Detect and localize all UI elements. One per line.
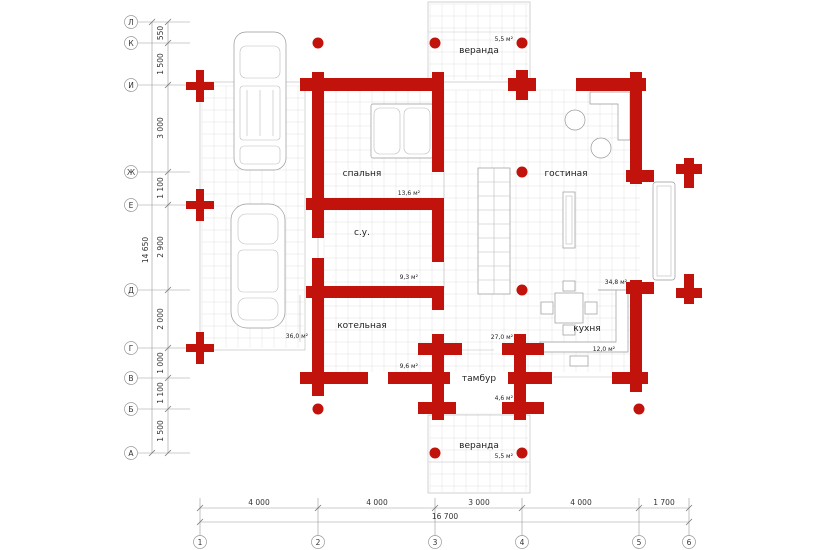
- car-bottom: [230, 203, 286, 329]
- room-area-bedroom: 13,6 м²: [398, 190, 421, 197]
- veranda-floor-bottom: [429, 413, 528, 492]
- room-area-bathroom: 9,3 м²: [400, 274, 419, 281]
- veranda-top-steps: [427, 1, 531, 33]
- axis-I: И: [128, 81, 134, 90]
- axis-A: А: [128, 449, 134, 458]
- stairs: [477, 167, 511, 295]
- room-name-living: гостиная: [544, 169, 587, 179]
- coffee-table: [562, 191, 576, 249]
- veranda-floor-top: [429, 3, 528, 80]
- dining-set: [540, 280, 598, 336]
- room-name-kitchen: кухня: [573, 324, 600, 334]
- axis-D: Д: [128, 286, 134, 295]
- axis-6: 6: [687, 538, 692, 547]
- axis-E: Е: [129, 201, 134, 210]
- corner-sofa: [589, 91, 631, 141]
- car-top: [233, 31, 287, 171]
- area-hall: 27,0 м²: [491, 334, 514, 341]
- dim-v-7: 1 000: [156, 352, 165, 374]
- room-area-veranda-bottom: 5,5 м²: [495, 453, 514, 460]
- axis-G: Г: [129, 344, 134, 353]
- axis-1: 1: [198, 538, 203, 547]
- axis-5: 5: [637, 538, 642, 547]
- veranda-bottom-steps: [427, 461, 531, 494]
- axis-2: 2: [316, 538, 321, 547]
- room-area-vestibule: 4,6 м²: [495, 395, 514, 402]
- dim-h-5: 1 700: [653, 498, 675, 507]
- axis-3: 3: [433, 538, 438, 547]
- wall-frame: [186, 37, 702, 459]
- room-name-veranda-bottom: веранда: [459, 441, 499, 451]
- dim-h-2: 4 000: [366, 498, 388, 507]
- dim-v-1: 550: [156, 26, 165, 41]
- veranda-bottom-outline: [427, 414, 531, 494]
- dim-v-9: 1 500: [156, 420, 165, 442]
- dim-v-total: 14 650: [141, 237, 150, 263]
- sofa-right: [652, 181, 676, 281]
- axis-B: Б: [128, 405, 133, 414]
- dim-v-8: 1 100: [156, 382, 165, 404]
- room-name-bathroom: с.у.: [354, 228, 370, 238]
- room-area-kitchen: 12,0 м²: [593, 346, 616, 353]
- room-area-living: 34,8 м²: [605, 279, 628, 286]
- dim-h-1: 4 000: [248, 498, 270, 507]
- axis-Zh: Ж: [127, 168, 135, 177]
- room-labels: веранда 5,5 м² спальня 13,6 м² гостиная …: [286, 36, 628, 460]
- axis-letters: Л К И Ж Е Д Г В Б А: [124, 15, 138, 460]
- axis-V: В: [128, 374, 133, 383]
- dimension-chain-vertical: 550 1 500 3 000 1 100 2 900 2 000 1 000 …: [138, 18, 190, 457]
- room-area-veranda-top: 5,5 м²: [495, 36, 514, 43]
- armchairs: [564, 109, 612, 159]
- dim-v-3: 3 000: [156, 117, 165, 139]
- room-name-bedroom: спальня: [343, 169, 382, 179]
- dim-v-6: 2 000: [156, 308, 165, 330]
- partitions: [299, 170, 612, 378]
- room-area-boiler: 9,6 м²: [400, 363, 419, 370]
- dim-v-4: 1 100: [156, 177, 165, 199]
- room-name-vestibule: тамбур: [462, 374, 496, 384]
- axis-numbers: 1 2 3 4 5 6: [193, 535, 696, 549]
- dim-h-4: 4 000: [570, 498, 592, 507]
- room-name-veranda-top: веранда: [459, 46, 499, 56]
- axis-K: К: [128, 39, 134, 48]
- dimension-chain-horizontal: 4 000 4 000 3 000 4 000 1 700 16 700: [196, 498, 693, 536]
- bed: [370, 103, 434, 159]
- dim-h-3: 3 000: [468, 498, 490, 507]
- axis-4: 4: [520, 538, 525, 547]
- room-name-boiler: котельная: [337, 321, 387, 331]
- dim-v-5: 2 900: [156, 236, 165, 258]
- area-garage: 36,0 м²: [286, 333, 309, 340]
- axis-L: Л: [128, 18, 134, 27]
- veranda-top-outline: [427, 1, 531, 83]
- dim-h-total: 16 700: [432, 512, 458, 521]
- dim-v-2: 1 500: [156, 53, 165, 75]
